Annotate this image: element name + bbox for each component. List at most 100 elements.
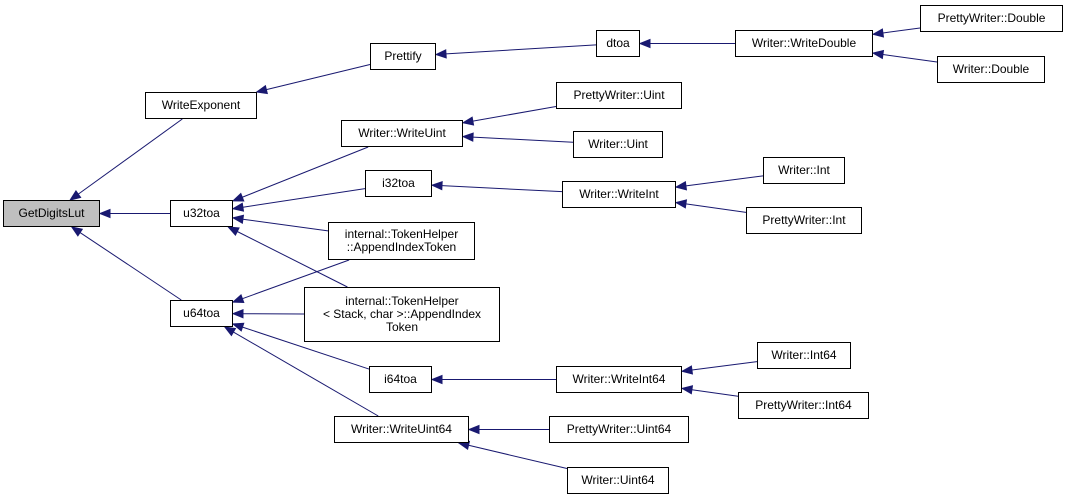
node-label: PrettyWriter::Uint64	[566, 422, 672, 436]
node-label: i32toa	[382, 176, 415, 190]
edge-u64toa-to-root	[70, 226, 182, 301]
edge-writeuint-to-u32toa	[231, 146, 369, 202]
edge-writer_int64-to-writeint64	[680, 361, 758, 375]
edge-line	[468, 444, 568, 469]
node-label: PrettyWriter::Double	[937, 11, 1046, 25]
node-writer-uint64[interactable]: Writer::Uint64	[567, 467, 669, 494]
edge-arrowhead	[69, 190, 82, 201]
edge-i64toa-to-u64toa	[231, 322, 370, 370]
node-label: u64toa	[183, 306, 220, 320]
edge-prettify-to-writeexponent	[255, 64, 371, 95]
edge-arrowhead	[871, 28, 885, 38]
edge-prettywriter_double-to-writedouble	[871, 27, 921, 38]
edge-dtoa-to-prettify	[434, 44, 597, 59]
node-u64toa[interactable]: u64toa	[170, 300, 233, 327]
edge-arrowhead	[231, 214, 245, 224]
node-label: Writer::WriteInt	[579, 187, 659, 201]
edge-arrowhead	[467, 424, 480, 435]
edge-arrowhead	[461, 132, 474, 142]
node-label: PrettyWriter::Int64	[755, 398, 852, 412]
node-label: WriteExponent	[161, 98, 241, 112]
node-get-digits-lut: GetDigitsLut	[3, 200, 100, 227]
edge-arrowhead	[223, 326, 237, 337]
edge-line	[691, 361, 758, 371]
edge-writeexponent-to-root	[69, 118, 183, 201]
node-label: PrettyWriter::Int	[762, 213, 846, 227]
edge-line	[242, 218, 329, 232]
edge-writer_int-to-writeint	[674, 175, 764, 191]
node-prettywriter-uint64[interactable]: PrettyWriter::Uint64	[549, 416, 689, 443]
edge-writeint64-to-i64toa	[430, 374, 556, 385]
node-label: Writer::WriteUint64	[351, 422, 452, 436]
edge-arrowhead	[674, 181, 688, 191]
edge-arrowhead	[231, 192, 245, 202]
node-label: internal::TokenHelper ::AppendIndexToken	[344, 227, 459, 254]
edge-arrowhead	[680, 365, 694, 375]
node-i32toa[interactable]: i32toa	[365, 170, 432, 197]
node-u32toa[interactable]: u32toa	[170, 200, 233, 227]
edge-writeuint64-to-u64toa	[223, 326, 379, 417]
node-dtoa[interactable]: dtoa	[596, 30, 640, 57]
edge-line	[472, 106, 557, 122]
edge-line	[266, 64, 371, 91]
node-label: Writer::Int64	[771, 348, 837, 362]
node-prettywriter-uint[interactable]: PrettyWriter::Uint	[556, 82, 682, 109]
edge-append_stack-to-u32toa	[227, 226, 348, 288]
edge-arrowhead	[871, 49, 885, 60]
node-label: PrettyWriter::Uint	[573, 88, 665, 102]
node-writer-write-double[interactable]: Writer::WriteDouble	[735, 30, 873, 57]
node-token-helper-stack-append-index-token[interactable]: internal::TokenHelper < Stack, char >::A…	[304, 287, 500, 342]
node-i64toa[interactable]: i64toa	[369, 366, 432, 393]
node-write-exponent[interactable]: WriteExponent	[145, 92, 257, 119]
edge-prettywriter_uint-to-writeuint	[461, 106, 557, 126]
edge-line	[78, 118, 183, 195]
edge-line	[685, 203, 747, 213]
edge-writedouble-to-dtoa	[638, 38, 735, 49]
edge-arrowhead	[674, 199, 688, 209]
edge-line	[685, 175, 764, 187]
node-writer-double[interactable]: Writer::Double	[937, 56, 1045, 83]
edge-line	[882, 53, 938, 63]
node-token-helper-append-index-token[interactable]: internal::TokenHelper ::AppendIndexToken	[328, 222, 475, 260]
node-label: internal::TokenHelper < Stack, char >::A…	[322, 294, 482, 334]
edge-arrowhead	[680, 385, 694, 395]
node-label: Writer::Uint64	[581, 473, 655, 487]
edge-line	[882, 27, 921, 34]
edge-writeint-to-i32toa	[430, 180, 563, 193]
node-label: Writer::WriteInt64	[572, 372, 666, 386]
node-writer-write-uint64[interactable]: Writer::WriteUint64	[334, 416, 469, 443]
node-writer-write-int[interactable]: Writer::WriteInt	[562, 181, 676, 208]
node-label: Writer::Int	[778, 163, 830, 177]
edge-arrowhead	[231, 308, 244, 319]
edge-line	[445, 44, 597, 55]
node-label: i64toa	[384, 372, 417, 386]
edge-writer_double-to-writedouble	[871, 49, 938, 63]
edge-i32toa-to-u32toa	[231, 188, 366, 212]
edge-prettywriter_int-to-writeint	[674, 199, 747, 213]
edge-append_index-to-u64toa	[231, 259, 350, 303]
node-prettywriter-int[interactable]: PrettyWriter::Int	[746, 207, 862, 234]
node-prettify[interactable]: Prettify	[370, 43, 436, 70]
node-writer-write-uint[interactable]: Writer::WriteUint	[341, 120, 463, 147]
node-label: Writer::WriteUint	[358, 126, 446, 140]
node-prettywriter-double[interactable]: PrettyWriter::Double	[920, 5, 1063, 32]
edge-arrowhead	[231, 294, 245, 303]
node-writer-uint[interactable]: Writer::Uint	[573, 131, 663, 158]
edge-line	[441, 185, 563, 193]
edge-writer_uint-to-writeuint	[461, 132, 574, 143]
edge-arrowhead	[227, 226, 240, 236]
edge-line	[691, 389, 739, 397]
node-writer-int[interactable]: Writer::Int	[763, 157, 845, 184]
node-prettywriter-int64[interactable]: PrettyWriter::Int64	[738, 392, 869, 419]
node-label: GetDigitsLut	[18, 206, 85, 220]
edge-arrowhead	[430, 374, 443, 385]
edge-arrowhead	[231, 202, 245, 212]
node-writer-write-int64[interactable]: Writer::WriteInt64	[556, 366, 682, 393]
node-writer-int64[interactable]: Writer::Int64	[757, 342, 851, 369]
node-label: Prettify	[384, 49, 422, 63]
node-label: u32toa	[183, 206, 220, 220]
edge-arrowhead	[231, 322, 245, 332]
edge-arrowhead	[430, 180, 443, 191]
edge-arrowhead	[98, 208, 111, 219]
